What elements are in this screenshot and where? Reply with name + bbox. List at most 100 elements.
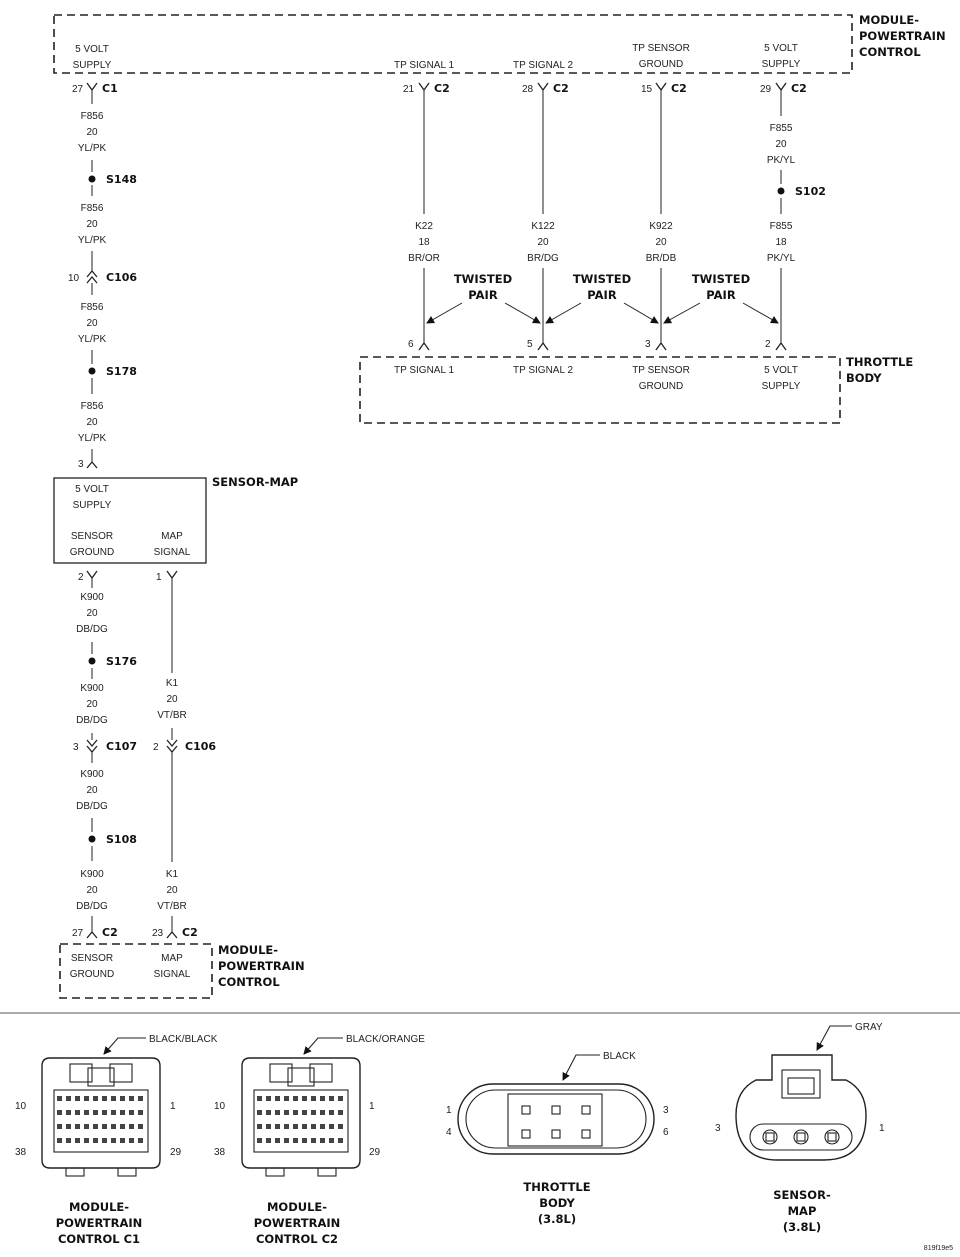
- pcm-top-pin-c1-27: 27 C1: [72, 82, 118, 95]
- terminal-cavity: [111, 1138, 116, 1143]
- terminal-cavity: [111, 1110, 116, 1115]
- terminal-cavity: [257, 1138, 262, 1143]
- tb-pin-4: 4: [446, 1127, 452, 1138]
- terminal-cavity: [75, 1124, 80, 1129]
- terminal-cavity: [120, 1124, 125, 1129]
- c1-pin-1: 1: [170, 1101, 176, 1112]
- throttle-pin-label-5: TP SIGNAL 2: [513, 365, 573, 376]
- c2-pin-38: 38: [214, 1147, 226, 1158]
- terminal-cavity: [84, 1110, 89, 1115]
- terminal-cavity: [338, 1138, 343, 1143]
- connector-view-sensor-map: GRAY 3 1 SENSOR-MAP(3.8L): [715, 1022, 885, 1234]
- terminal-cavity: [329, 1110, 334, 1115]
- throttle-pin-6: 6: [408, 339, 414, 350]
- terminal-cavity: [275, 1138, 280, 1143]
- terminal-cavity: [66, 1138, 71, 1143]
- throttle-pin-2: 2: [765, 339, 771, 350]
- map-pin-2: 2: [78, 572, 84, 583]
- tb-color-label: BLACK: [603, 1051, 636, 1062]
- pcm-pin-label-c2-28: TP SIGNAL 2: [513, 60, 573, 71]
- terminal-cavity: [551, 1105, 561, 1115]
- connector-view-pcm-c1: BLACK/BLACK 10 1 38 29 MODULE-POWERTRAIN…: [15, 1034, 218, 1246]
- sensor-map-title: SENSOR-MAP: [212, 475, 298, 489]
- terminal-cavity: [320, 1124, 325, 1129]
- terminal-cavity: [293, 1110, 298, 1115]
- svg-text:28: 28: [522, 84, 534, 95]
- terminal-cavity: [66, 1110, 71, 1115]
- terminal-cavity: [338, 1124, 343, 1129]
- terminal-cavity: [93, 1138, 98, 1143]
- terminal-cavity: [284, 1138, 289, 1143]
- terminal-cavity: [320, 1138, 325, 1143]
- throttle-pin-5: 5: [527, 339, 533, 350]
- splice-label-s102: S102: [795, 185, 826, 198]
- c2-pin-29: 29: [369, 1147, 381, 1158]
- terminal-cavities: [57, 1096, 143, 1143]
- splice-s148: [88, 175, 96, 183]
- terminal-cavity: [129, 1124, 134, 1129]
- figure-id: 819f19e5: [924, 1245, 953, 1252]
- terminal-cavity: [275, 1096, 280, 1101]
- svg-text:27: 27: [72, 84, 84, 95]
- terminal-cavity: [102, 1138, 107, 1143]
- terminal-cavity: [581, 1105, 591, 1115]
- c106-pin-2: 2: [153, 742, 159, 753]
- pcm-top-box: [53, 14, 853, 74]
- terminal-cavity: [266, 1124, 271, 1129]
- terminal-cavity: [302, 1138, 307, 1143]
- terminal-cavity: [551, 1129, 561, 1139]
- terminal-cavity: [75, 1096, 80, 1101]
- wire-k122: [537, 82, 549, 351]
- terminal-cavity: [293, 1138, 298, 1143]
- terminal-cavities: [257, 1096, 343, 1143]
- map-pin-1: 1: [156, 572, 162, 583]
- terminal-cavity: [302, 1110, 307, 1115]
- pcm-bottom-pin-27: 27: [72, 928, 84, 939]
- map-conn-pin-3: 3: [715, 1123, 721, 1134]
- terminal-cavity: [329, 1096, 334, 1101]
- terminal-cavity: [293, 1096, 298, 1101]
- terminal-cavity: [102, 1110, 107, 1115]
- splice-s108: [88, 835, 96, 843]
- terminal-cavity: [284, 1110, 289, 1115]
- terminal-cavity: [120, 1110, 125, 1115]
- terminal-cavity: [75, 1138, 80, 1143]
- terminal-cavity: [138, 1138, 143, 1143]
- terminal-cavity: [93, 1124, 98, 1129]
- terminal-cavity: [311, 1096, 316, 1101]
- splice-label-s178: S178: [106, 365, 137, 378]
- wire-k922: [655, 82, 667, 351]
- terminal-cavity: [57, 1096, 62, 1101]
- terminal-cavity: [84, 1124, 89, 1129]
- pcm-top-pin-c2-29: 29 C2: [760, 82, 807, 95]
- svg-text:C2: C2: [791, 82, 807, 95]
- terminal-cavity: [284, 1096, 289, 1101]
- throttle-body-box: [359, 356, 841, 424]
- terminal-cavity: [102, 1124, 107, 1129]
- terminal-cavity: [66, 1124, 71, 1129]
- c106-pin-10: 10: [68, 273, 80, 284]
- splice-label-s108: S108: [106, 833, 137, 846]
- terminal-cavity: [138, 1110, 143, 1115]
- terminal-cavity: [302, 1124, 307, 1129]
- wire-k22: [418, 82, 430, 351]
- terminal-cavity: [266, 1110, 271, 1115]
- terminal-cavity: [521, 1129, 531, 1139]
- terminal-cavity: [257, 1124, 262, 1129]
- pcm-bottom-conn-c2-a: C2: [102, 926, 118, 939]
